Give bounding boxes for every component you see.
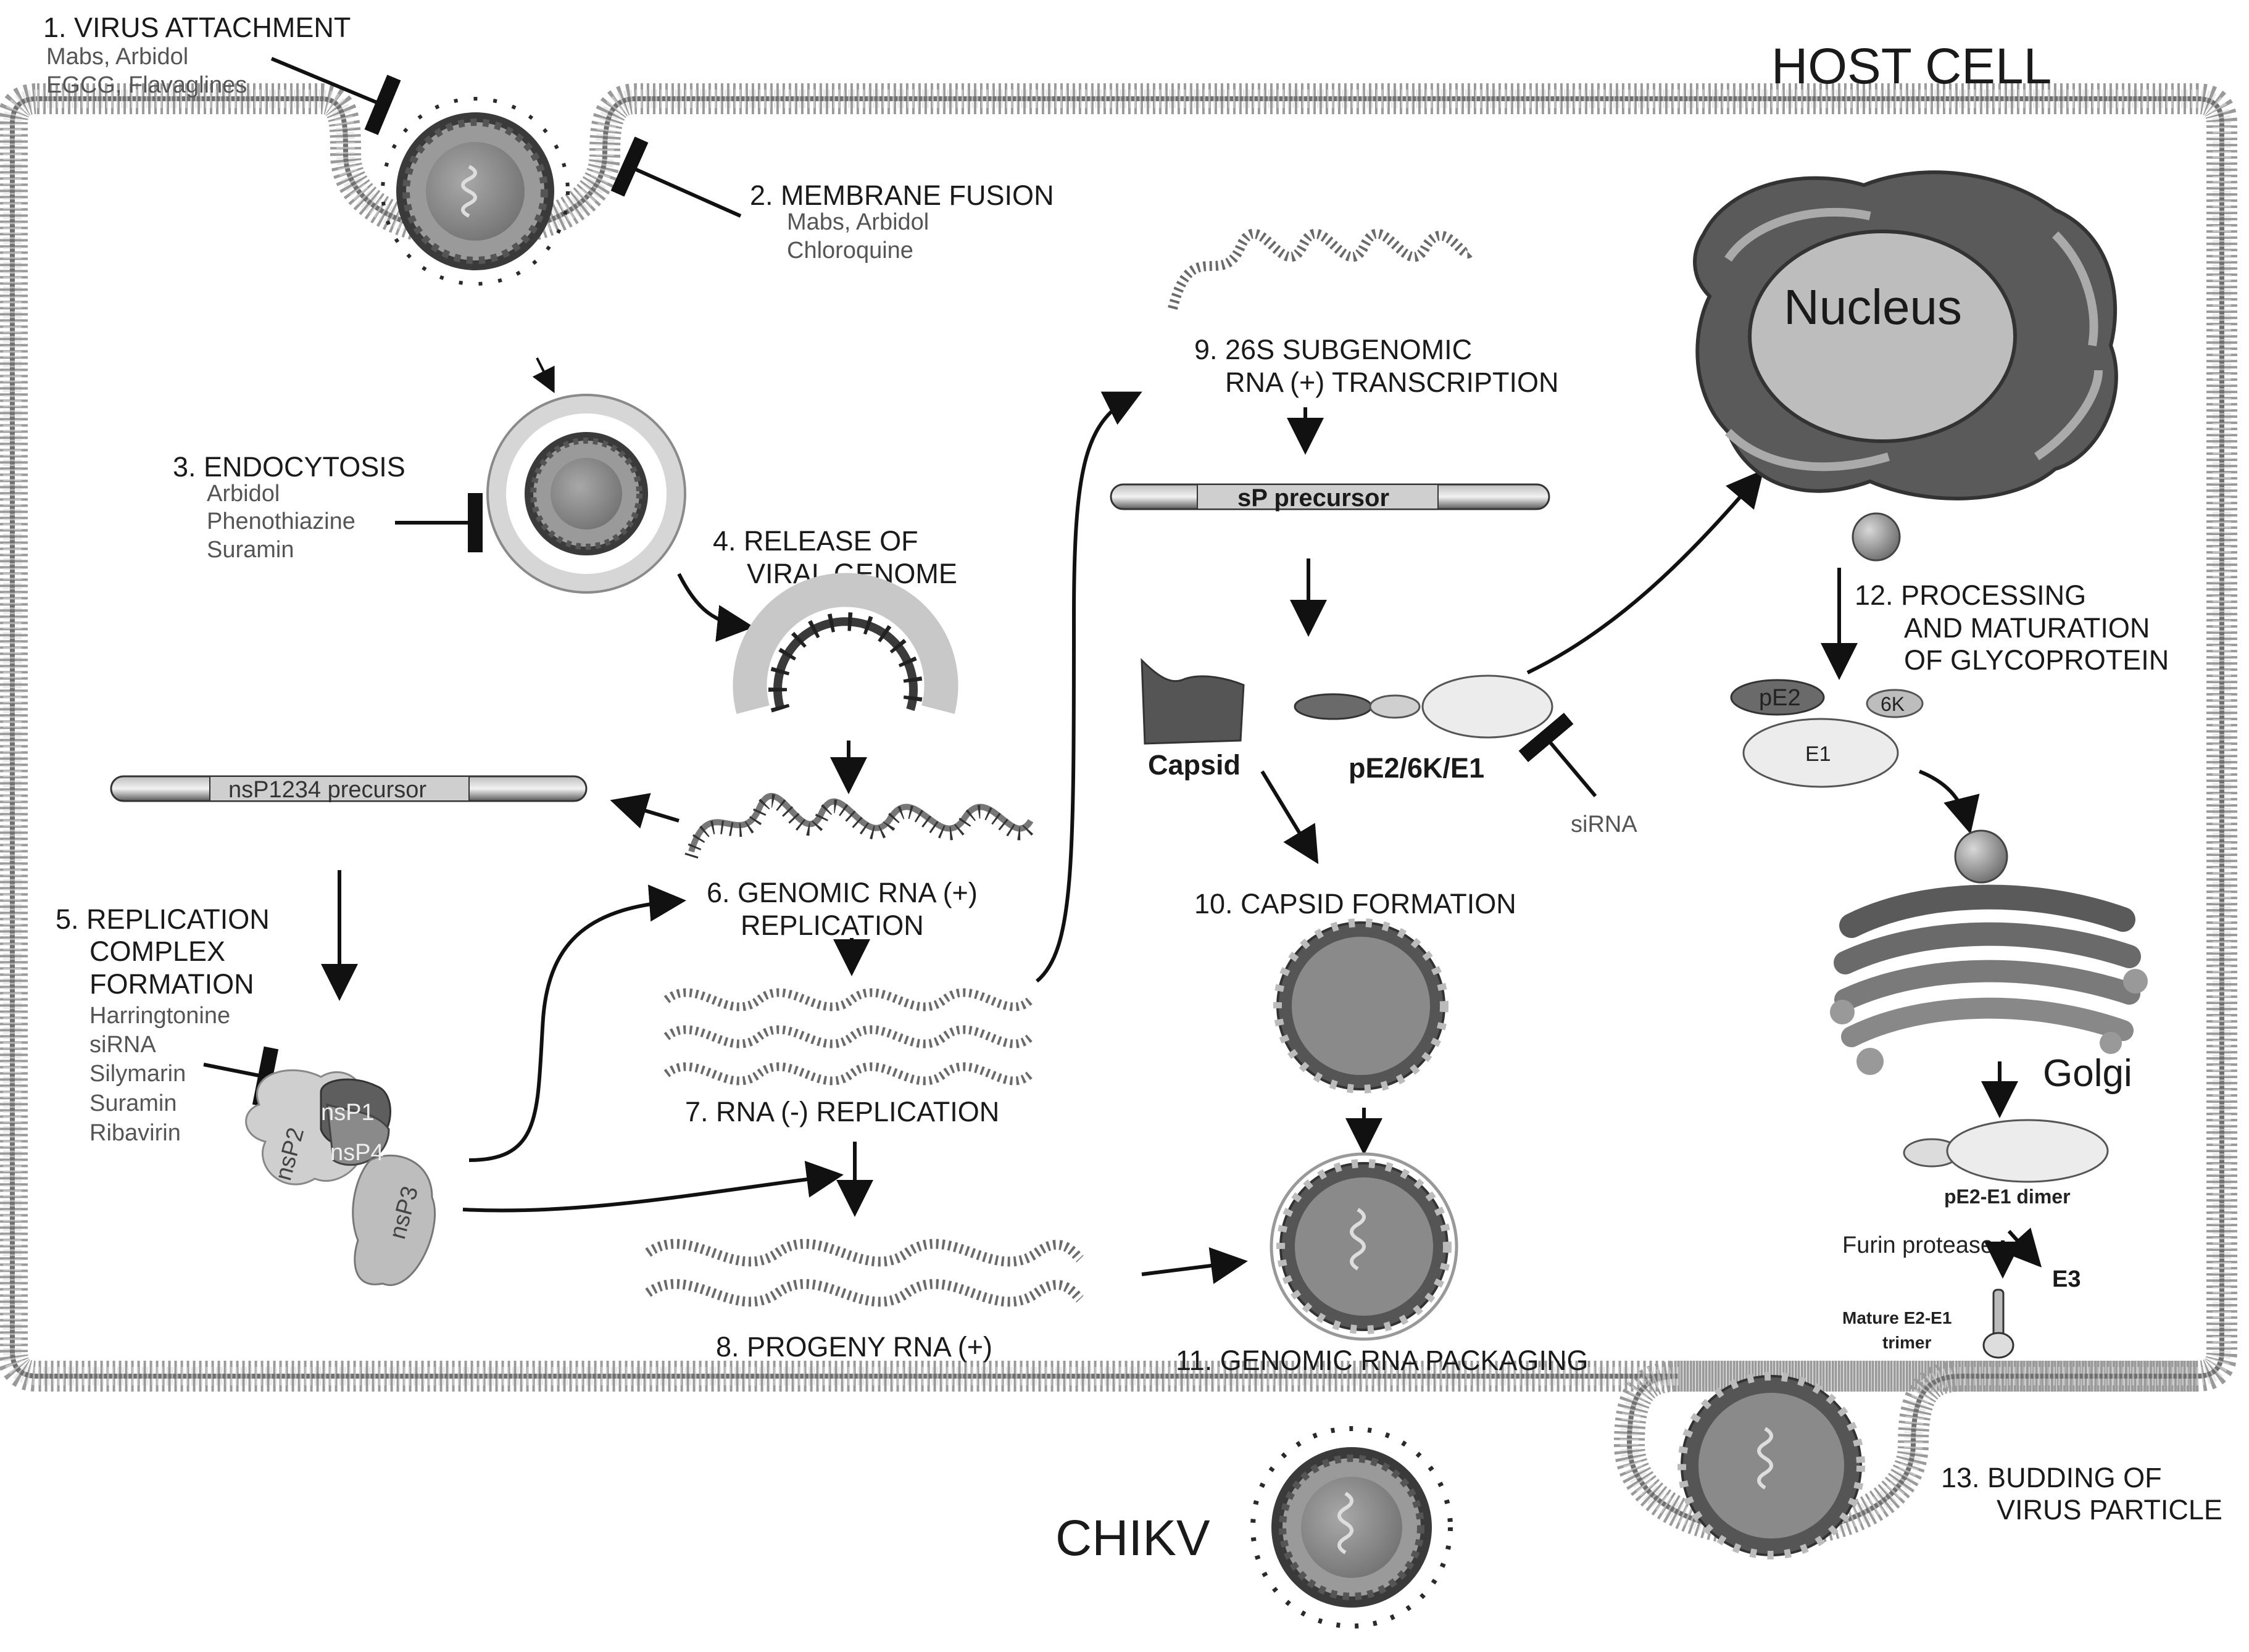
arrow-1-to-3	[532, 357, 555, 394]
golgi-apparatus	[1830, 884, 2148, 1075]
arrow-glycoprotein-to-er	[1526, 469, 1764, 674]
nsp4-label: nsP4	[330, 1140, 384, 1166]
step8-label: 8. PROGENY RNA (+)	[716, 1331, 992, 1363]
replication-complex-inhibition	[203, 1046, 279, 1108]
sp-precursor-label: sP precursor	[1237, 484, 1389, 512]
step5-label-line3: FORMATION	[89, 968, 254, 1000]
subgenomic-rna-strand	[1168, 228, 1473, 310]
capsid-protein-shape	[1141, 658, 1245, 745]
nucleus-label: Nucleus	[1784, 280, 1962, 334]
step12-label-line3: OF GLYCOPROTEIN	[1904, 644, 2169, 676]
replication-complex	[245, 1069, 436, 1286]
arrow-complex-to-6	[468, 884, 686, 1162]
step5-inhibitor-3: Silymarin	[89, 1061, 186, 1087]
chikv-label: CHIKV	[1055, 1510, 1210, 1566]
packaged-nucleocapsid	[1270, 1152, 1458, 1341]
step1-inhibitor-2: EGCG, Flavaglines	[46, 72, 247, 98]
step2-inhibitor-1: Mabs, Arbidol	[787, 209, 929, 235]
step3-inhibitor-2: Phenothiazine	[207, 508, 355, 534]
pe2-label: pE2	[1759, 685, 1801, 711]
pe2-6k-e1-polyprotein	[1294, 674, 1553, 739]
arrow-capsid-to-10	[1260, 770, 1319, 865]
step13-label-line2: VIRUS PARTICLE	[1997, 1494, 2222, 1525]
step7-label: 7. RNA (-) REPLICATION	[685, 1096, 999, 1127]
arrow-7-to-9	[1036, 391, 1142, 983]
step3-inhibitor-3: Suramin	[207, 537, 294, 563]
progeny-rna-strands	[645, 1239, 1084, 1307]
genomic-rna-strand	[684, 793, 1037, 859]
sp-precursor-bar	[1110, 483, 1550, 510]
step10-label: 10. CAPSID FORMATION	[1194, 888, 1516, 919]
step9-label-line1: 9. 26S SUBGENOMIC	[1194, 334, 1472, 365]
6k-label: 6K	[1881, 693, 1905, 715]
step11-label: 11. GENOMIC RNA PACKAGING	[1176, 1345, 1588, 1376]
endocytic-vesicle	[486, 394, 686, 594]
step2-inhibitor-2: Chloroquine	[787, 238, 913, 264]
budding-virion	[1677, 1372, 1865, 1559]
arrow-3-to-4	[677, 573, 754, 642]
pe2-6k-e1-label: pE2/6K/E1	[1349, 752, 1484, 784]
golgi-label: Golgi	[2043, 1052, 2132, 1095]
virus-particle-attachment	[381, 97, 570, 286]
arrow-8-to-11	[1141, 1247, 1248, 1284]
fusion-inhibition	[610, 136, 742, 218]
nucleus	[1748, 230, 2017, 443]
step2-label: 2. MEMBRANE FUSION	[750, 180, 1054, 211]
glycoprotein-sirna-inhibition	[1518, 712, 1597, 797]
attachment-inhibition	[270, 57, 401, 135]
step5-label-line1: 5. REPLICATION	[56, 903, 270, 935]
step12-label-line2: AND MATURATION	[1904, 612, 2150, 644]
step6-label-line2: REPLICATION	[741, 910, 924, 941]
mature-e2-e1-trimer	[1982, 1289, 2014, 1359]
step1-inhibitor-1: Mabs, Arbidol	[46, 44, 188, 70]
host-cell-title: HOST CELL	[1771, 38, 2052, 94]
step5-inhibitor-5: Ribavirin	[89, 1120, 181, 1146]
transport-vesicle-er	[1852, 512, 1901, 562]
negative-rna-strands	[663, 988, 1034, 1085]
step13-label-line1: 13. BUDDING OF	[1941, 1462, 2162, 1493]
furin-label: Furin protease	[1842, 1232, 1993, 1258]
dimer-label: pE2-E1 dimer	[1944, 1185, 2071, 1208]
nsp1234-precursor-label: nsP1234 precursor	[228, 777, 426, 803]
step5-label-line2: COMPLEX	[89, 936, 225, 967]
glycoprotein-inhibitor: siRNA	[1571, 811, 1637, 837]
chikv-virion	[1250, 1426, 1453, 1629]
arrow-6-to-nsp-precursor	[610, 793, 680, 829]
e3-label: E3	[2052, 1266, 2081, 1292]
mature-trimer-label-1: Mature E2-E1	[1842, 1308, 1952, 1327]
nsp1234-precursor-bar	[110, 775, 588, 802]
step12-label-line1: 12. PROCESSING	[1855, 579, 2086, 611]
nsp1-label: nsP1	[321, 1100, 375, 1126]
capsid-label: Capsid	[1148, 749, 1241, 781]
nucleocapsid	[1273, 918, 1449, 1094]
step5-inhibitor-4: Suramin	[89, 1090, 177, 1116]
step9-label-line2: RNA (+) TRANSCRIPTION	[1225, 367, 1558, 398]
uncoating-vesicle	[733, 573, 958, 714]
e1-label: E1	[1805, 742, 1831, 766]
arrow-12-to-golgi	[1918, 770, 1980, 834]
arrow-dimer-to-e3	[2003, 1227, 2042, 1268]
pe2-e1-dimer	[1903, 1119, 2109, 1183]
transport-vesicle-golgi	[1954, 829, 2008, 884]
arrow-complex-to-7	[462, 1161, 844, 1213]
step5-inhibitor-1: Harringtonine	[89, 1003, 230, 1029]
processed-glycoproteins	[1730, 679, 1924, 788]
step3-label: 3. ENDOCYTOSIS	[173, 451, 405, 483]
step6-label-line1: 6. GENOMIC RNA (+)	[707, 877, 978, 908]
step1-label: 1. VIRUS ATTACHMENT	[43, 12, 351, 43]
step3-inhibitor-1: Arbidol	[207, 481, 280, 507]
mature-trimer-label-2: trimer	[1882, 1333, 1931, 1352]
step4-label-line1: 4. RELEASE OF	[713, 525, 918, 557]
step5-inhibitor-2: siRNA	[89, 1032, 156, 1058]
